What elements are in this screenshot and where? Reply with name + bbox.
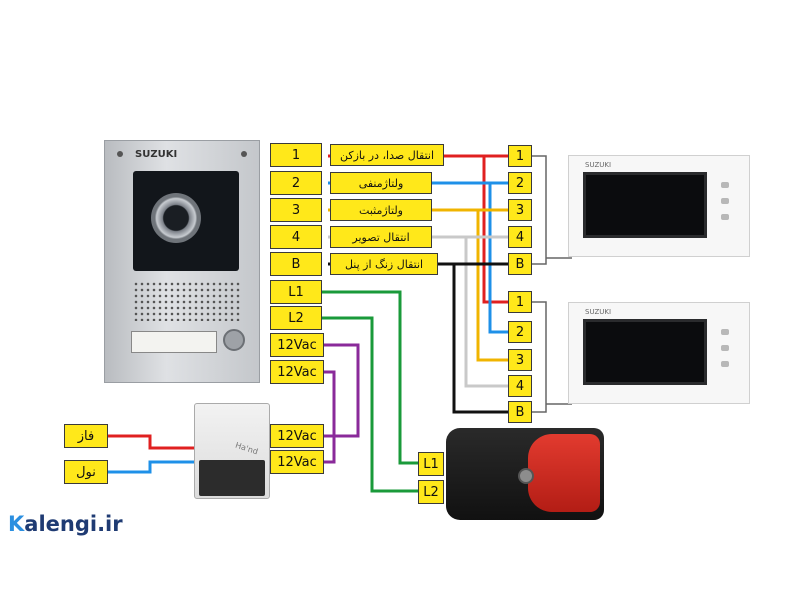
monitor-brand: SUZUKI bbox=[585, 308, 612, 316]
lock-terminal-l1: L1 bbox=[418, 452, 444, 476]
terminal-12vac-psu-1: 12Vac bbox=[270, 424, 324, 448]
monitor1-terminal-4: 4 bbox=[508, 226, 532, 248]
monitor-screen bbox=[583, 319, 707, 385]
terminal-12vac-panel-2: 12Vac bbox=[270, 360, 324, 384]
monitor1-terminal-2: 2 bbox=[508, 172, 532, 194]
terminal-2: 2 bbox=[270, 171, 322, 195]
monitor2-terminal-4: 4 bbox=[508, 375, 532, 397]
monitor2-cable bbox=[532, 301, 572, 413]
monitor2-terminal-1: 1 bbox=[508, 291, 532, 313]
monitor-brand: SUZUKI bbox=[585, 161, 612, 169]
monitor-button-icon[interactable] bbox=[721, 198, 729, 204]
psu-brand: Ha'nd bbox=[234, 440, 260, 457]
name-plate bbox=[131, 331, 217, 353]
call-button[interactable] bbox=[223, 329, 245, 351]
monitor-1: SUZUKI bbox=[568, 155, 750, 257]
speaker-grille bbox=[133, 281, 241, 321]
monitor-button-icon[interactable] bbox=[721, 182, 729, 188]
monitor1-terminal-3: 3 bbox=[508, 199, 532, 221]
wire-ac1-purple bbox=[324, 343, 360, 438]
label-phase: فاز bbox=[64, 424, 108, 448]
keyhole-icon bbox=[518, 468, 534, 484]
monitor-button-icon[interactable] bbox=[721, 361, 729, 367]
label-wire-4: انتقال تصویر bbox=[330, 226, 432, 248]
door-panel: SUZUKI bbox=[104, 140, 260, 383]
label-wire-3: ولتاژمثبت bbox=[330, 199, 432, 221]
screw-icon bbox=[241, 151, 247, 157]
label-wire-1: انتقال صدا، در بازکن bbox=[330, 144, 444, 166]
psu-base bbox=[199, 460, 265, 496]
terminal-l1: L1 bbox=[270, 280, 322, 304]
monitor-button-icon[interactable] bbox=[721, 214, 729, 220]
wire-l1-green bbox=[322, 290, 418, 465]
terminal-1: 1 bbox=[270, 143, 322, 167]
monitor1-terminal-b: B bbox=[508, 253, 532, 275]
terminal-12vac-psu-2: 12Vac bbox=[270, 450, 324, 474]
wire-b-black bbox=[328, 262, 508, 414]
camera-lens-icon bbox=[151, 193, 201, 243]
monitor1-terminal-1: 1 bbox=[508, 145, 532, 167]
monitor-button-icon[interactable] bbox=[721, 345, 729, 351]
terminal-3: 3 bbox=[270, 198, 322, 222]
monitor-button-icon[interactable] bbox=[721, 329, 729, 335]
wire-l2-green bbox=[322, 316, 418, 493]
screw-icon bbox=[117, 151, 123, 157]
monitor1-cable bbox=[532, 155, 572, 265]
lock-terminal-l2: L2 bbox=[418, 480, 444, 504]
wire-neutral-blue bbox=[106, 460, 200, 474]
monitor2-terminal-b: B bbox=[508, 401, 532, 423]
power-supply: Ha'nd bbox=[194, 403, 270, 499]
monitor2-terminal-2: 2 bbox=[508, 321, 532, 343]
terminal-b: B bbox=[270, 252, 322, 276]
monitor2-terminal-3: 3 bbox=[508, 349, 532, 371]
terminal-l2: L2 bbox=[270, 306, 322, 330]
label-wire-2: ولتاژمنفی bbox=[330, 172, 432, 194]
terminal-4: 4 bbox=[270, 225, 322, 249]
wire-phase-red bbox=[106, 434, 200, 450]
label-wire-b: انتقال زنگ از پنل bbox=[330, 253, 438, 275]
lock-cover bbox=[528, 434, 600, 512]
label-neutral: نول bbox=[64, 460, 108, 484]
terminal-12vac-panel-1: 12Vac bbox=[270, 333, 324, 357]
wire-ac2-purple bbox=[324, 370, 336, 464]
panel-brand: SUZUKI bbox=[135, 149, 178, 160]
monitor-screen bbox=[583, 172, 707, 238]
electric-lock bbox=[446, 428, 604, 520]
monitor-2: SUZUKI bbox=[568, 302, 750, 404]
site-logo[interactable]: Kalengi.ir bbox=[8, 512, 123, 536]
